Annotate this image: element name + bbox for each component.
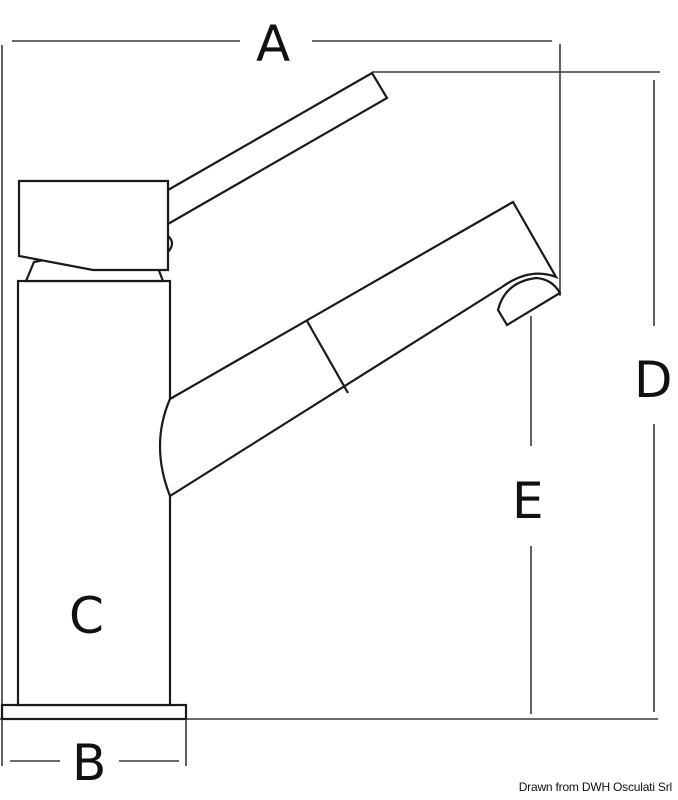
lever-handle (166, 71, 389, 226)
base-plate (0, 703, 188, 721)
faucet (0, 71, 562, 721)
aerator (496, 276, 562, 327)
label-e: E (512, 472, 544, 530)
spout (158, 200, 559, 498)
label-a: A (256, 15, 290, 73)
credit-text: Drawn from DWH Osculati Srl (518, 780, 672, 794)
label-d: D (634, 351, 673, 409)
cartridge-block (17, 179, 170, 272)
spout-joint (306, 320, 349, 394)
label-c: C (69, 587, 104, 645)
label-b: B (72, 734, 106, 792)
